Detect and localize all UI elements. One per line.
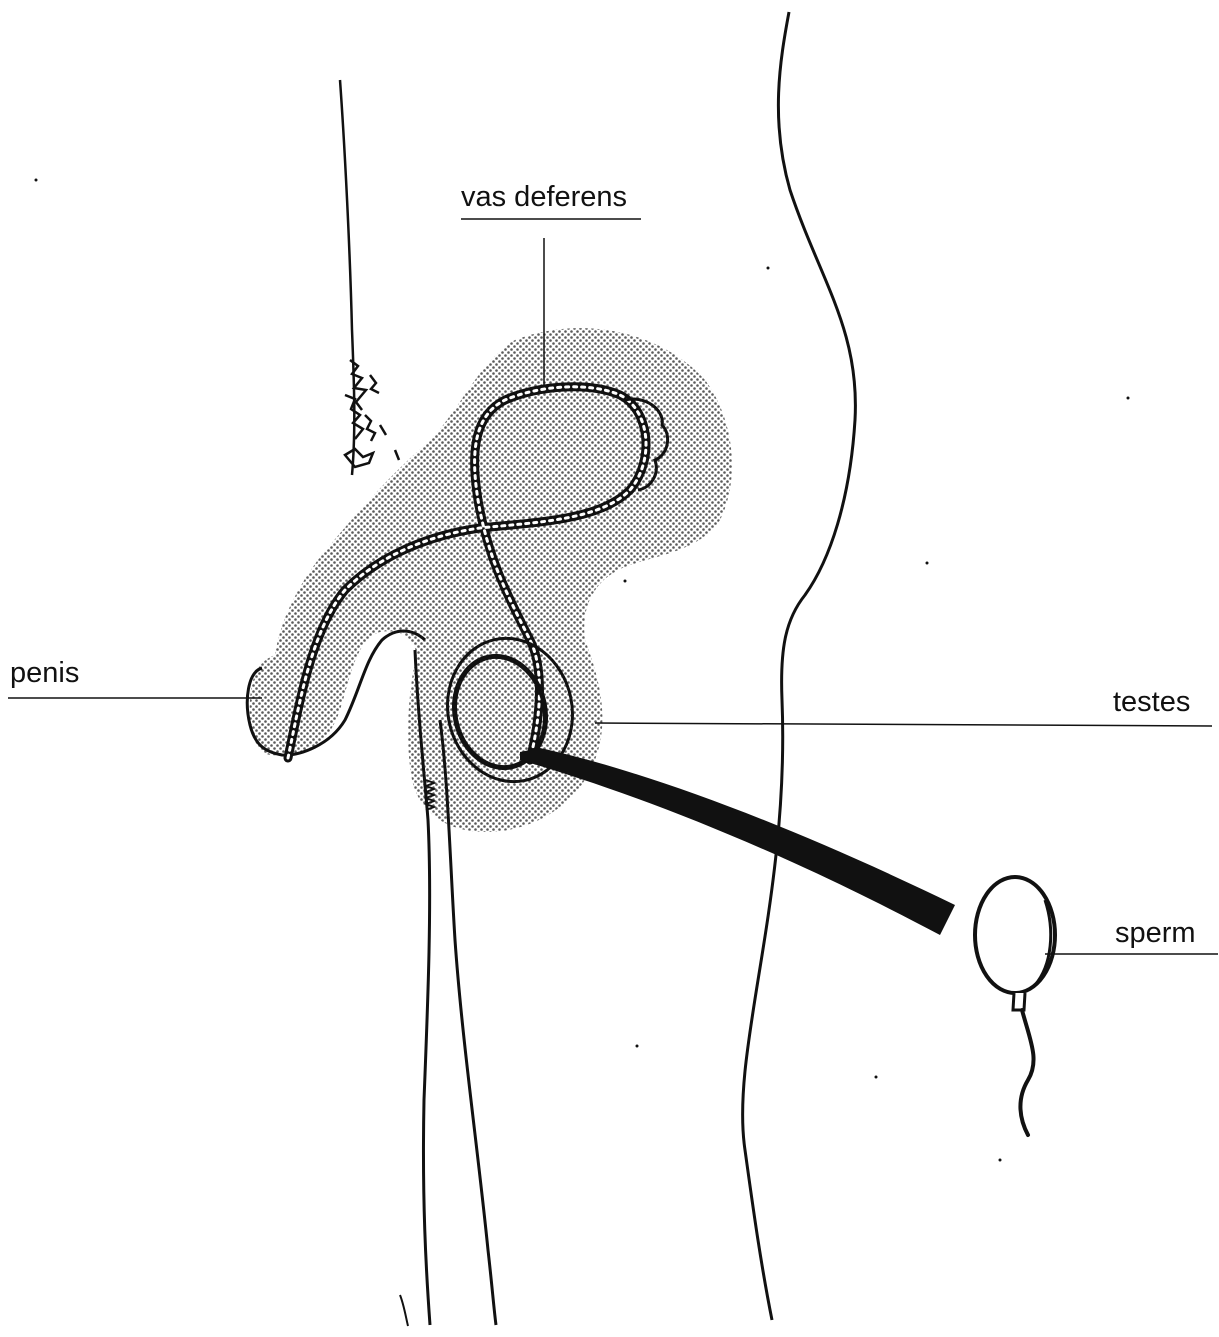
body-outline-left [340,80,354,475]
sperm-tail [1020,1010,1033,1135]
shaded-genital-region [250,328,732,832]
magnification-pointer [520,748,955,935]
body-outline-right [743,12,856,1320]
label-testes: testes [1113,688,1190,717]
label-sperm: sperm [1115,919,1196,948]
sperm-midpiece [1013,993,1025,1010]
testes-leader [595,723,1212,726]
label-penis: penis [10,659,79,688]
label-vas-deferens: vas deferens [461,183,627,212]
leg-line-3 [400,1295,408,1326]
